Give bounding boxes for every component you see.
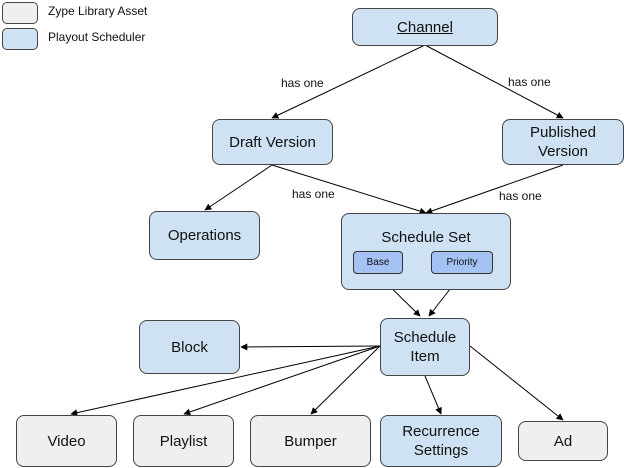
node-channel: Channel [352,8,498,46]
edge-channel-draft [271,44,426,119]
node-published-version: Published Version [502,119,624,165]
node-recurrence-settings: Recurrence Settings [380,415,502,467]
edge-label-published-schedule-set: has one [499,189,542,203]
node-published-version-label: Published Version [530,124,596,160]
edge-item-recurrence [424,375,442,415]
edge-item-playlist [183,345,381,416]
edge-draft-schedule-set [271,164,427,215]
node-schedule-item-label: Schedule Item [393,329,457,365]
node-bumper-label: Bumper [284,432,337,450]
edge-item-video [70,345,381,417]
edge-published-schedule-set [425,164,564,215]
node-ad: Ad [518,421,608,461]
node-schedule-set-label: Schedule Set [381,229,471,246]
edge-label-channel-published: has one [508,75,551,89]
node-block-label: Block [171,338,208,356]
node-priority-label: Priority [446,257,478,268]
node-channel-label: Channel [397,18,453,36]
node-recurrence-settings-label: Recurrence Settings [402,423,480,459]
node-draft-version: Draft Version [212,119,333,165]
edge-item-ad [469,345,564,421]
node-video: Video [16,415,117,467]
edge-item-block [240,343,381,351]
node-operations-label: Operations [167,227,242,244]
node-playlist-label: Playlist [159,432,208,450]
node-base-label: Base [366,257,390,268]
legend-label-playout-scheduler: Playout Scheduler [48,30,146,44]
node-block: Block [139,320,240,374]
node-draft-version-label: Draft Version [229,133,316,151]
node-priority: Priority [431,251,493,274]
node-bumper: Bumper [250,415,371,467]
node-ad-label: Ad [553,432,573,450]
node-video-label: Video [47,432,86,450]
edge-item-bumper [310,345,381,415]
node-schedule-item: Schedule Item [380,318,470,376]
edge-label-draft-schedule-set: has one [292,187,335,201]
legend-label-library-asset: Zype Library Asset [48,4,148,18]
edge-draft-operations [204,164,273,211]
node-operations: Operations [149,211,260,260]
node-base: Base [353,251,403,274]
edge-label-channel-draft: has one [281,76,324,90]
legend-swatch-library-asset [2,2,38,24]
legend-swatch-playout-scheduler [2,28,38,50]
edge-channel-published [424,44,564,119]
node-playlist: Playlist [133,415,234,467]
